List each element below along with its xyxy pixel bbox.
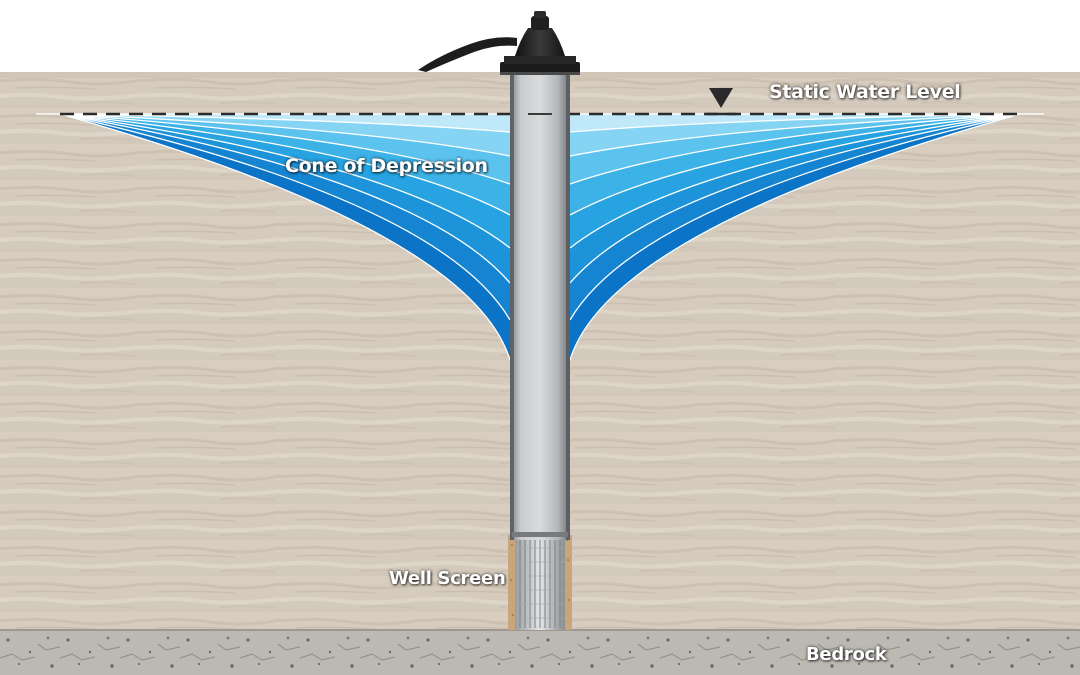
well-casing bbox=[510, 72, 570, 540]
water-level-marker-icon bbox=[706, 88, 736, 116]
cone-of-depression-label: Cone of Depression bbox=[285, 155, 488, 177]
static-water-level-label: Static Water Level bbox=[769, 81, 961, 103]
well-screen bbox=[508, 535, 572, 630]
well-screen-label: Well Screen bbox=[389, 568, 506, 589]
pump-head bbox=[418, 11, 580, 75]
bedrock-label: Bedrock bbox=[806, 644, 887, 665]
cone-of-depression bbox=[59, 113, 1021, 361]
bedrock-layer bbox=[0, 630, 1080, 675]
